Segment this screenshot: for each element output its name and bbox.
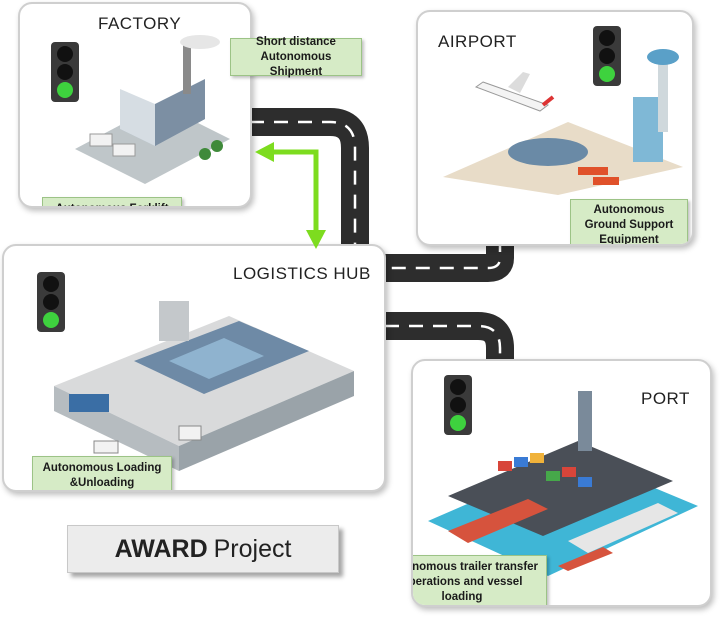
factory-title: FACTORY — [98, 14, 182, 33]
logistics-label: Autonomous Loading &Unloading — [32, 456, 172, 490]
traffic-light-icon — [444, 375, 472, 435]
airport-card: AIRPORT Autonomous Ground Support Equipm… — [416, 10, 694, 246]
warehouse-icon — [54, 301, 354, 471]
port-icon — [428, 391, 698, 576]
award-project-title: AWARD Project — [67, 525, 339, 573]
traffic-light-icon — [37, 272, 65, 332]
logistics-card: LOGISTICS HUB Autonomous Loading &Unload… — [2, 244, 386, 492]
airport-label: Autonomous Ground Support Equipment — [570, 199, 688, 244]
traffic-light-icon — [593, 26, 621, 86]
traffic-light-icon — [51, 42, 79, 102]
award-bold-text: AWARD — [114, 534, 208, 563]
port-card: PORT Autonomous trailer transfer operati… — [411, 359, 712, 607]
port-title: PORT — [641, 389, 690, 408]
logistics-title: LOGISTICS HUB — [233, 264, 371, 283]
factory-icon — [75, 35, 230, 184]
factory-card: FACTORY Autonomous Forklift Loading &Unl… — [18, 2, 252, 208]
factory-label: Autonomous Forklift Loading &Unloading — [42, 197, 182, 206]
port-label: Autonomous trailer transfer operations a… — [413, 555, 547, 605]
shipment-label: Short distance Autonomous Shipment — [230, 36, 362, 78]
airport-title: AIRPORT — [438, 32, 517, 51]
airport-icon — [443, 49, 683, 195]
award-rest-text: Project — [213, 534, 292, 563]
